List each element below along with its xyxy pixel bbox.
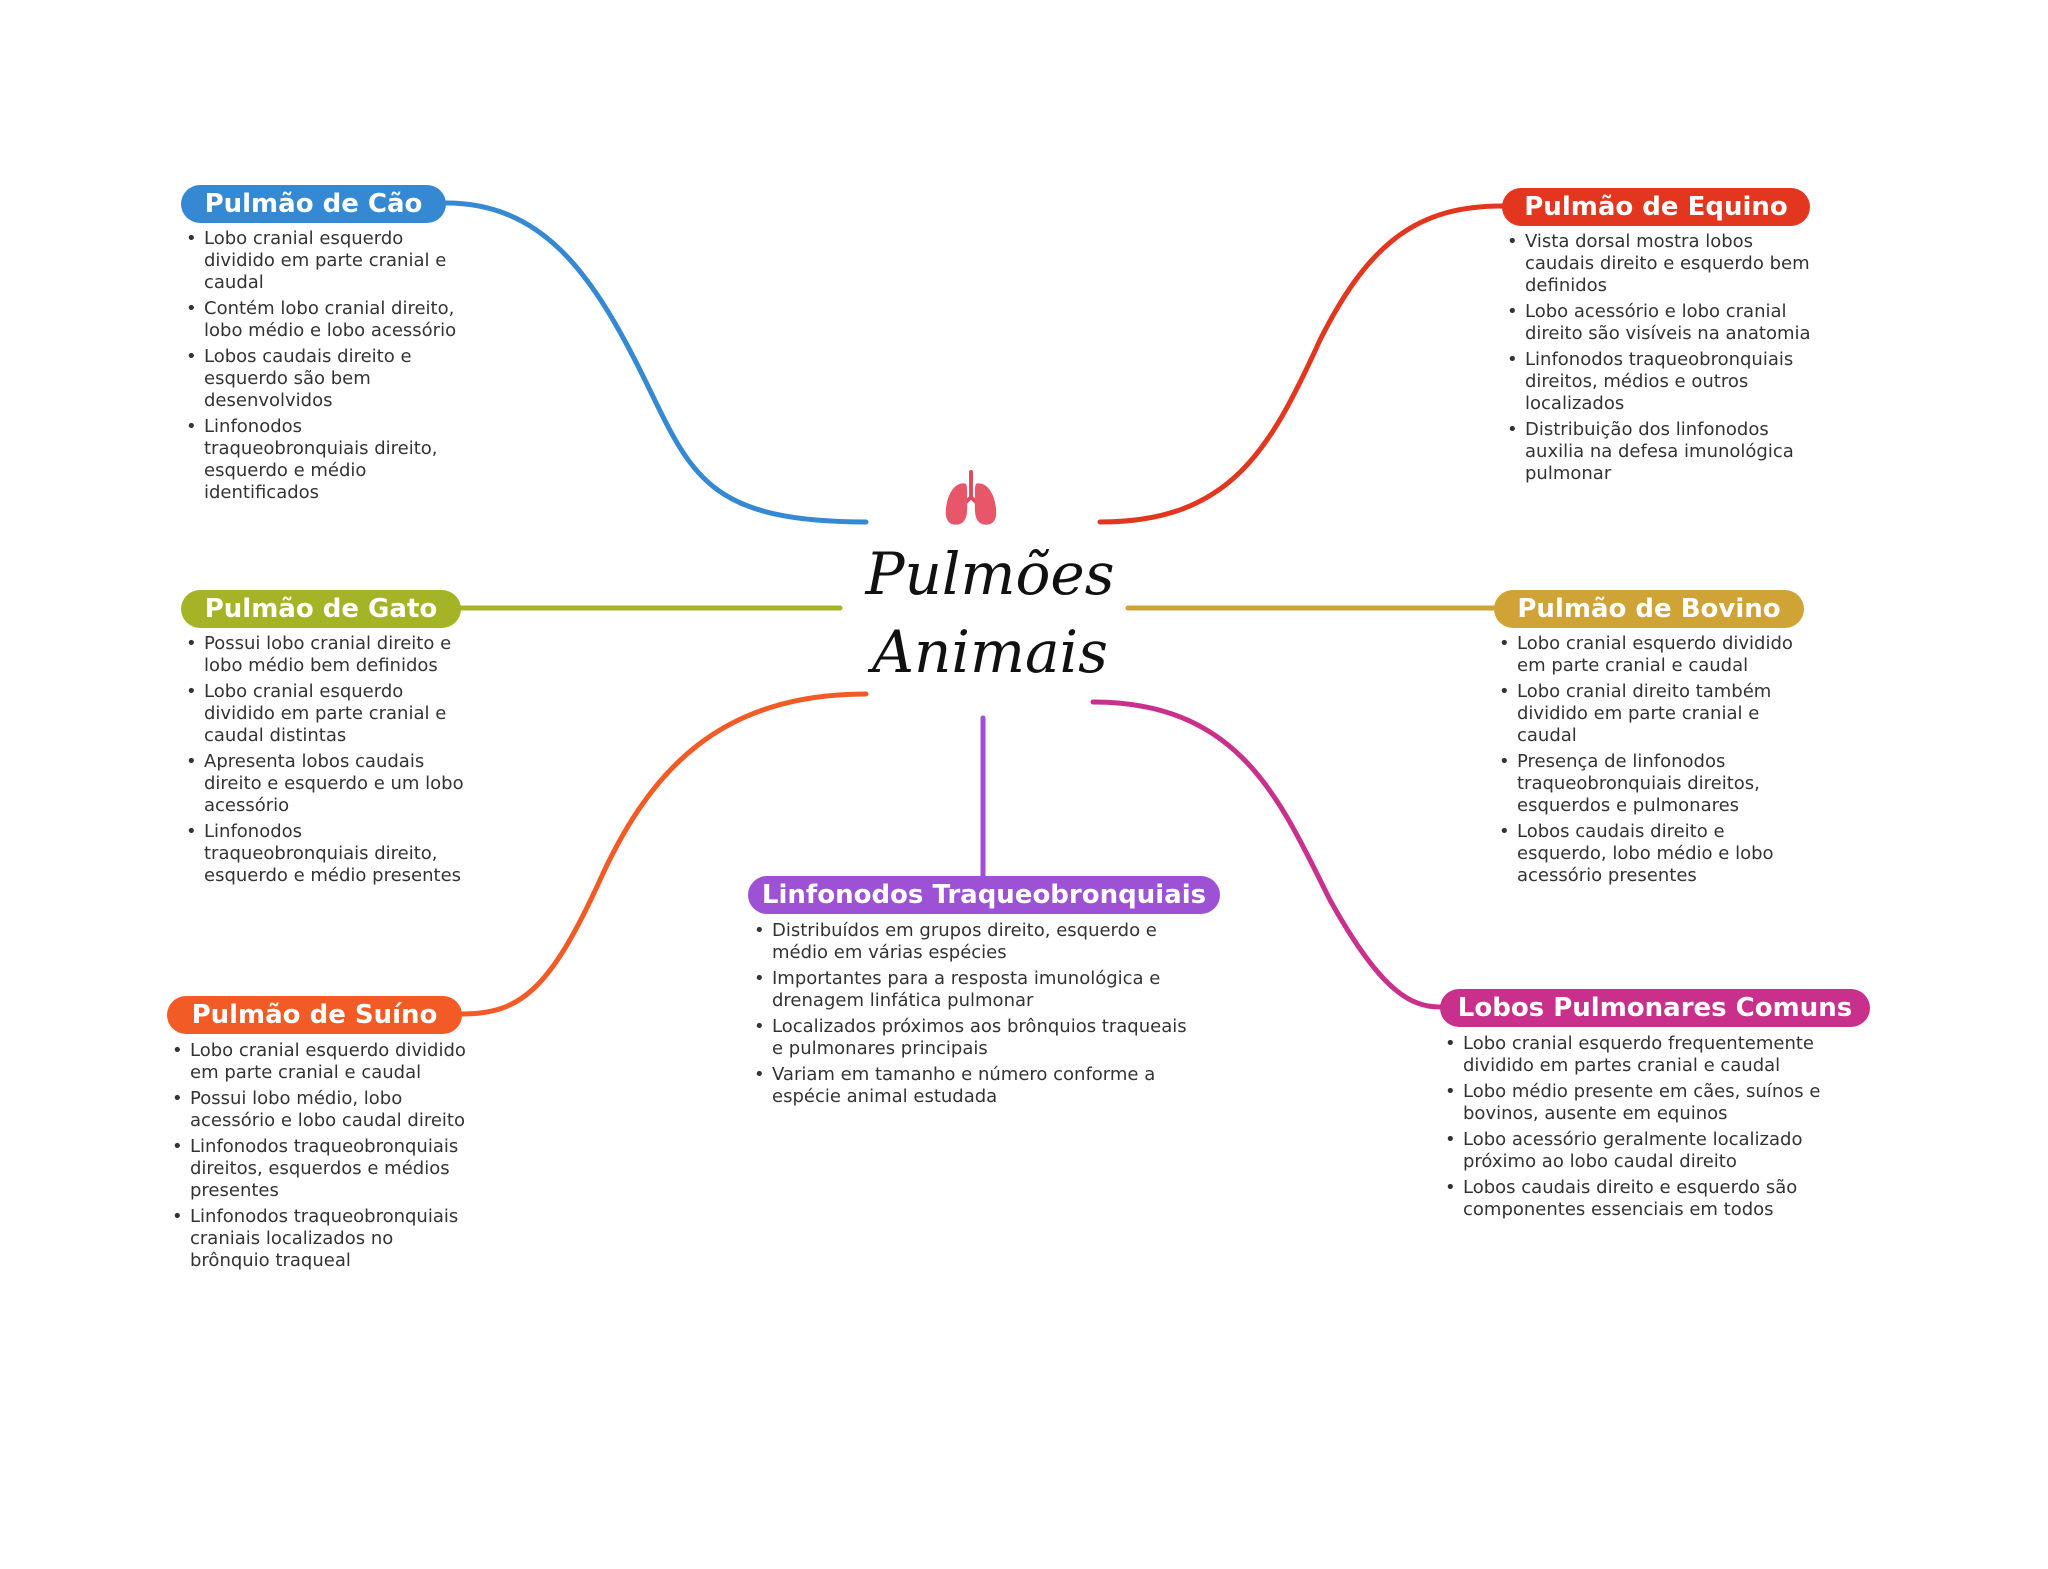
list-item: Lobo acessório geralmente localizado pró… (1443, 1129, 1823, 1173)
branch-list-cao: Lobo cranial esquerdo dividido em parte … (184, 228, 469, 508)
connector-comuns (1090, 699, 1443, 1010)
branch-list-suino: Lobo cranial esquerdo dividido em parte … (170, 1040, 470, 1276)
list-item: Lobo cranial esquerdo dividido em parte … (1497, 633, 1817, 677)
central-title-line-1: Pulmões (865, 540, 1115, 608)
list-item: Possui lobo médio, lobo acessório e lobo… (170, 1088, 470, 1132)
list-item: Possui lobo cranial direito e lobo médio… (184, 633, 469, 677)
list-item: Linfonodos traqueobronquiais craniais lo… (170, 1206, 470, 1272)
list-item: Lobos caudais direito e esquerdo são bem… (184, 346, 469, 412)
branch-list-comuns: Lobo cranial esquerdo frequentemente div… (1443, 1033, 1823, 1225)
list-item: Lobos caudais direito e esquerdo são com… (1443, 1177, 1823, 1221)
list-item: Linfonodos traqueobronquiais direito, es… (184, 416, 469, 504)
list-item: Localizados próximos aos brônquios traqu… (752, 1016, 1202, 1060)
list-item: Lobo cranial esquerdo dividido em parte … (184, 681, 469, 747)
list-item: Vista dorsal mostra lobos caudais direit… (1505, 231, 1815, 297)
list-item: Lobo cranial direito também dividido em … (1497, 681, 1817, 747)
list-item: Lobo acessório e lobo cranial direito sã… (1505, 301, 1815, 345)
branch-title-suino[interactable]: Pulmão de Suíno (167, 996, 462, 1034)
central-topic: Pulmões Animais (850, 535, 1130, 691)
list-item: Linfonodos traqueobronquiais direitos, e… (170, 1136, 470, 1202)
list-item: Linfonodos traqueobronquiais direitos, m… (1505, 349, 1815, 415)
branch-list-gato: Possui lobo cranial direito e lobo médio… (184, 633, 469, 891)
branch-title-bovino[interactable]: Pulmão de Bovino (1494, 590, 1804, 628)
list-item: Lobo cranial esquerdo frequentemente div… (1443, 1033, 1823, 1077)
branch-title-gato[interactable]: Pulmão de Gato (181, 590, 461, 628)
list-item: Linfonodos traqueobronquiais direito, es… (184, 821, 469, 887)
list-item: Contém lobo cranial direito, lobo médio … (184, 298, 469, 342)
branch-title-cao[interactable]: Pulmão de Cão (181, 185, 446, 223)
connector-equino (1097, 203, 1505, 525)
branch-list-linfonodos: Distribuídos em grupos direito, esquerdo… (752, 920, 1202, 1112)
connector-suino (459, 691, 869, 1017)
branch-title-comuns[interactable]: Lobos Pulmonares Comuns (1440, 989, 1870, 1027)
list-item: Presença de linfonodos traqueobronquiais… (1497, 751, 1817, 817)
branch-list-equino: Vista dorsal mostra lobos caudais direit… (1505, 231, 1815, 489)
list-item: Importantes para a resposta imunológica … (752, 968, 1202, 1012)
list-item: Distribuição dos linfonodos auxilia na d… (1505, 419, 1815, 485)
connector-cao (443, 200, 869, 525)
lungs-icon (945, 469, 997, 525)
list-item: Lobos caudais direito e esquerdo, lobo m… (1497, 821, 1817, 887)
central-title-line-2: Animais (872, 618, 1108, 686)
branch-list-bovino: Lobo cranial esquerdo dividido em parte … (1497, 633, 1817, 891)
branch-title-linfonodos[interactable]: Linfonodos Traqueobronquiais (748, 876, 1220, 914)
list-item: Lobo médio presente em cães, suínos e bo… (1443, 1081, 1823, 1125)
list-item: Lobo cranial esquerdo dividido em parte … (184, 228, 469, 294)
list-item: Apresenta lobos caudais direito e esquer… (184, 751, 469, 817)
branch-title-equino[interactable]: Pulmão de Equino (1502, 188, 1810, 226)
list-item: Distribuídos em grupos direito, esquerdo… (752, 920, 1202, 964)
list-item: Variam em tamanho e número conforme a es… (752, 1064, 1202, 1108)
list-item: Lobo cranial esquerdo dividido em parte … (170, 1040, 470, 1084)
